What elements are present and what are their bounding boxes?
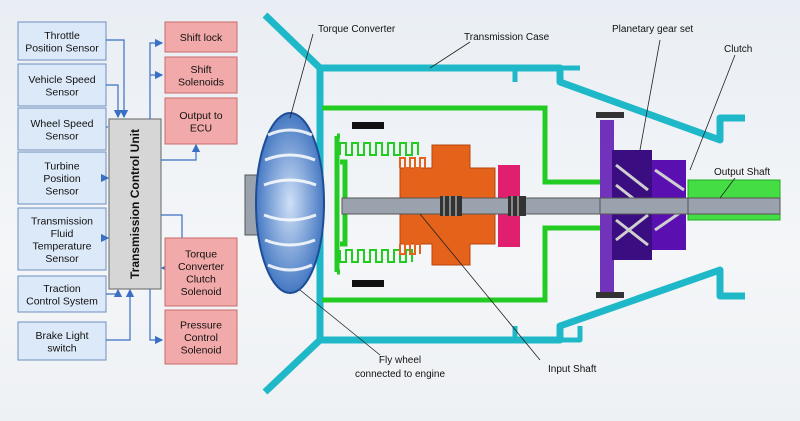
output-actuator-label: Clutch — [186, 273, 216, 285]
input-sensor-box — [17, 21, 107, 61]
output-actuator-label: Shift — [190, 64, 211, 76]
input-sensor-box — [17, 321, 107, 361]
input-sensor-box — [17, 207, 107, 271]
output-actuator-label: Solenoids — [178, 76, 224, 88]
flywheel-label-2: connected to engine — [355, 369, 446, 380]
tcu-box — [108, 118, 162, 290]
output-actuator-box — [164, 309, 238, 365]
output-actuator-label: ECU — [190, 122, 212, 134]
input-sensor-box — [17, 63, 107, 107]
output-actuator-label: Output to — [179, 110, 222, 122]
input-sensor-label: Sensor — [45, 253, 79, 265]
output-actuator-label: Pressure — [180, 320, 222, 332]
input-sensor-label: switch — [47, 342, 76, 354]
flywheel — [244, 112, 325, 294]
output-actuator-box — [164, 56, 238, 94]
input-sensor-label: Transmission — [31, 215, 93, 227]
input-sensor-label: Traction — [43, 283, 81, 295]
output-actuator-label: Solenoid — [181, 345, 222, 357]
green-teeth — [339, 142, 419, 263]
input-sensor-label: Brake Light — [35, 330, 88, 342]
output-actuator-label: Converter — [178, 261, 225, 273]
input-shaft — [341, 196, 603, 216]
input-sensor-label: Sensor — [45, 186, 79, 198]
input-sensor-label: Position Sensor — [25, 42, 99, 54]
tcu-label: Transmission Control Unit — [128, 129, 142, 279]
input-sensor-label: Sensor — [45, 130, 79, 142]
input-to-tcu-wires — [100, 39, 135, 341]
input-sensor-box — [17, 151, 107, 205]
output-shaft-label: Output Shaft — [714, 167, 770, 178]
output-actuator-box — [164, 237, 238, 307]
input-sensor-box — [17, 107, 107, 151]
planetary-gear-set-label: Planetary gear set — [612, 24, 693, 35]
callout-lines — [289, 33, 736, 361]
flywheel-label-1: Fly wheel — [379, 355, 421, 366]
output-shaft — [599, 179, 781, 221]
output-actuator-box — [164, 97, 238, 145]
output-actuator-label: Solenoid — [181, 286, 222, 298]
input-sensor-box — [17, 275, 107, 313]
clutch-label: Clutch — [724, 44, 752, 55]
input-shaft-label: Input Shaft — [548, 364, 597, 375]
input-sensor-label: Turbine — [44, 161, 79, 173]
brake-bands — [352, 122, 384, 287]
input-sensor-label: Vehicle Speed — [28, 74, 95, 86]
input-sensor-label: Wheel Speed — [30, 118, 93, 130]
output-actuator-box — [164, 21, 238, 53]
input-sensor-label: Control System — [26, 295, 98, 307]
pink-ring-gear — [498, 165, 520, 247]
input-sensor-label: Throttle — [44, 30, 80, 42]
input-sensor-label: Temperature — [33, 240, 92, 252]
output-actuator-label: Torque — [185, 248, 217, 260]
input-sensor-label: Position — [43, 173, 81, 185]
torque-converter-label: Torque Converter — [318, 24, 396, 35]
input-sensor-label: Fluid — [51, 228, 74, 240]
output-actuator-label: Control — [184, 332, 218, 344]
transmission-case-label: Transmission Case — [464, 32, 550, 43]
output-actuator-label: Shift lock — [180, 32, 223, 44]
orange-teeth — [399, 157, 426, 255]
input-sensor-label: Sensor — [45, 86, 79, 98]
